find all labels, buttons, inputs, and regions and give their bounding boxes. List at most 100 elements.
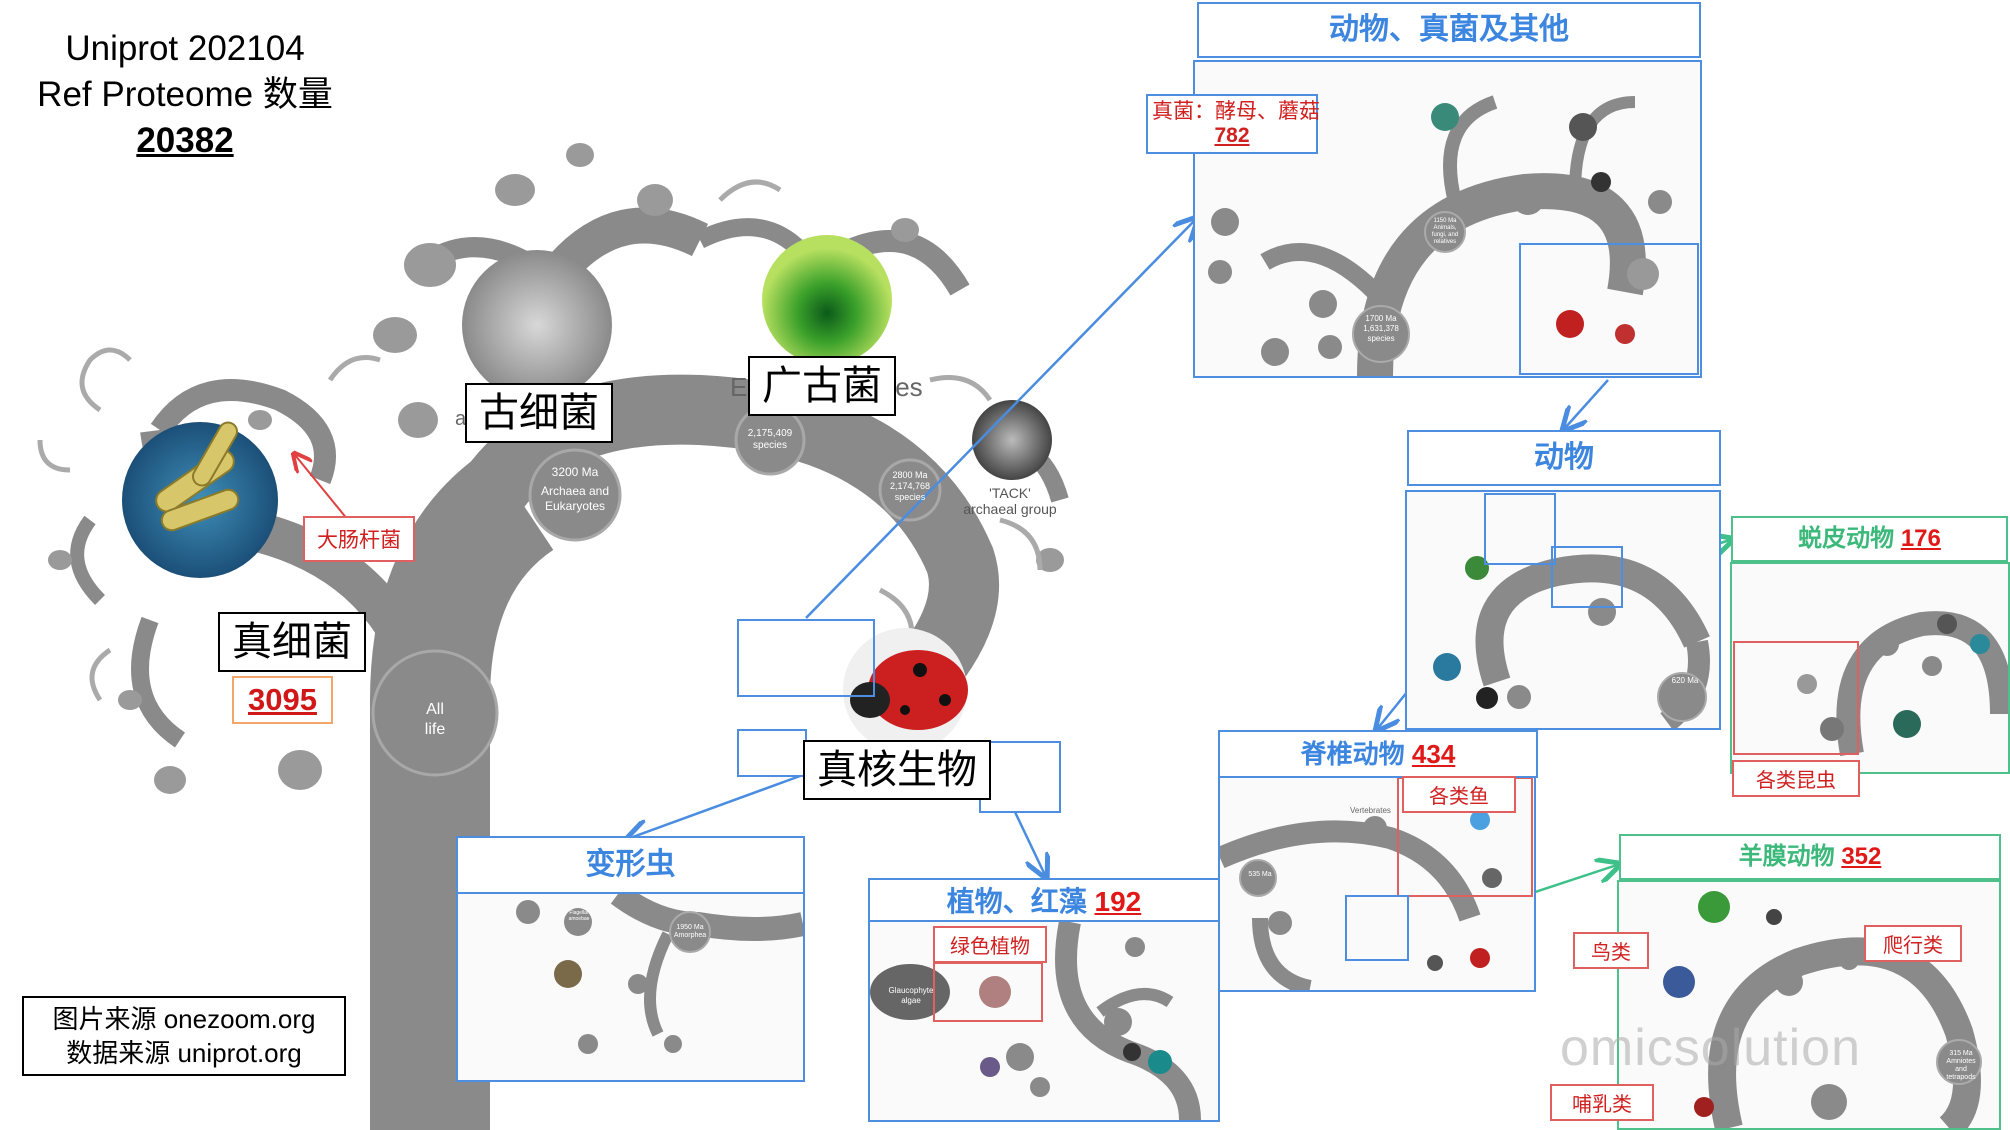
animals-fungi-tree [1208,95,1699,376]
label-archaea: 古细菌 [465,383,613,443]
panel-title-animals-fungi: 动物、真菌及其他 [1197,2,1701,58]
arrow-to-plants [1013,811,1045,875]
label-ecoli: 大肠杆菌 [303,516,415,562]
ecdysozoa-count: 176 [1900,525,1941,552]
euryarchaeota-photo [762,235,892,365]
image-source: 图片来源 onezoom.org [52,1004,316,1034]
vertebrates-tree [1220,778,1533,990]
panel-ecdysozoa [1730,562,2010,774]
tack-label: 'TACK' archaeal group [950,485,1070,517]
node-count: 2,174,768 [889,481,931,491]
title-line1: Uniprot 202104 [65,29,305,68]
amniotes-tree [1663,891,1982,1128]
node-unit: species [753,440,787,451]
highlight-green-plants [933,962,1043,1022]
plants-count: 192 [1094,886,1142,917]
page-title: Uniprot 202104 Ref Proteome 数量 20382 [20,26,350,164]
panel-title-amoebozoa: 变形虫 [456,836,805,894]
node-label-1: Archaea and [540,484,610,498]
node-small-label: 1150 Ma Animals, fungi, and relatives [1423,218,1467,246]
animals-tree [1433,493,1710,728]
node-text: Amniotes [1946,1058,1976,1065]
label-insects: 各类昆虫 [1732,760,1860,797]
label-bacteria: 真细菌 [218,612,366,672]
node-ma: 1150 Ma [1433,218,1457,224]
node-archaea-eukaryotes-label: 3200 Ma Archaea and Eukaryotes [530,465,620,514]
node-unit: species [894,492,926,502]
ecdysozoa-tree [1733,611,2008,757]
total-count: 20382 [136,121,234,160]
root-label-2: life [424,721,446,738]
amniotes-title: 羊膜动物 [1738,843,1835,870]
node-count: 2,175,409 [747,428,793,439]
node-ma: 1950 Ma [676,924,704,931]
partial-label-a: a [455,408,467,430]
small-text: Flagellar [569,910,589,916]
tack-photo [972,400,1052,480]
plants-tree [870,922,1201,1120]
node-text: Animals, [1433,225,1457,231]
side-text: Glaucophyte [888,986,934,995]
tack-label-1: 'TACK' [989,485,1031,501]
label-fish: 各类鱼 [1402,776,1516,813]
node-label: 1950 Ma Amorphea [670,924,710,940]
node-label-2: Eukaryotes [544,499,606,513]
node-text: Amorphea [673,932,707,939]
label-mammals: 哺乳类 [1550,1084,1654,1121]
bacteria-count: 3095 [232,676,333,724]
label-birds: 鸟类 [1573,932,1649,969]
side-label: Glaucophyte algae [876,986,946,1006]
node-unit: species [1367,334,1395,343]
node-ma: 3200 Ma [551,465,599,479]
panel-amoebozoa: 1950 Ma Amorphea Flagellar amoebae [456,892,805,1082]
vertebrates-count: 434 [1411,739,1456,769]
amoebozoa-tree [516,894,803,1054]
node-tack [878,458,942,522]
label-reptiles: 爬行类 [1864,925,1962,962]
fungi-count: 782 [1214,124,1250,147]
highlight-plants [737,619,875,697]
amniotes-count: 352 [1841,843,1882,870]
arrow-to-animals-fungi [805,220,1195,619]
node-text: and [1955,1066,1967,1073]
data-source: 数据来源 uniprot.org [66,1038,302,1068]
arrow-to-amoebozoa [630,774,801,838]
vertebrates-title: 脊椎动物 [1300,739,1405,769]
panel-title-amniotes: 羊膜动物 352 [1619,834,2001,880]
node-all-life-label: All life [405,700,465,740]
archaea-photo [462,250,612,400]
main-arc [415,374,999,725]
label-fungi: 真菌：酵母、蘑菇 782 [1146,94,1320,154]
node-ma: 2800 Ma [892,470,928,480]
node-text: fungi, and [1431,232,1459,238]
small-text: amoebae [568,916,590,922]
label-eukaryotes: 真核生物 [803,740,991,800]
arrow-ecoli [295,455,349,521]
side-text: algae [901,996,921,1005]
highlight-animals [979,741,1061,813]
node-archaea-eukaryotes [528,448,622,542]
highlight-amoebozoa [737,729,807,777]
ecdysozoa-title: 蜕皮动物 [1798,525,1895,552]
panel-amniotes: 315 Ma Amniotes and tetrapods [1617,880,2001,1130]
node-euryarchaeota-label: 2,175,409 species [735,428,805,452]
node-text: tetrapods [1946,1074,1976,1081]
plants-title: 植物、红藻 [946,886,1087,917]
node-tack-label: 2800 Ma 2,174,768 species [880,470,940,503]
node-ma: 1700 Ma [1365,314,1397,323]
root-label-1: All [426,701,444,718]
node-label: 315 Ma Amniotes and tetrapods [1939,1050,1983,1082]
node-all-life [371,649,499,777]
arrow-to-animals [1565,379,1609,428]
node-ma: 535 Ma [1248,871,1272,878]
watermark: omicsolution [1560,1019,1862,1077]
source-note: 图片来源 onezoom.org 数据来源 uniprot.org [22,996,346,1076]
node-label: 1700 Ma 1,631,378 species [1353,314,1409,344]
node-label: Vertebrates [1350,806,1391,815]
node-ma: 620 Ma [1671,676,1699,685]
small-label: Flagellar amoebae [562,910,596,922]
panel-title-plants: 植物、红藻 192 [868,878,1220,926]
node-count: 1,631,378 [1363,324,1399,333]
fungi-label: 真菌：酵母、蘑菇 [1152,100,1320,123]
